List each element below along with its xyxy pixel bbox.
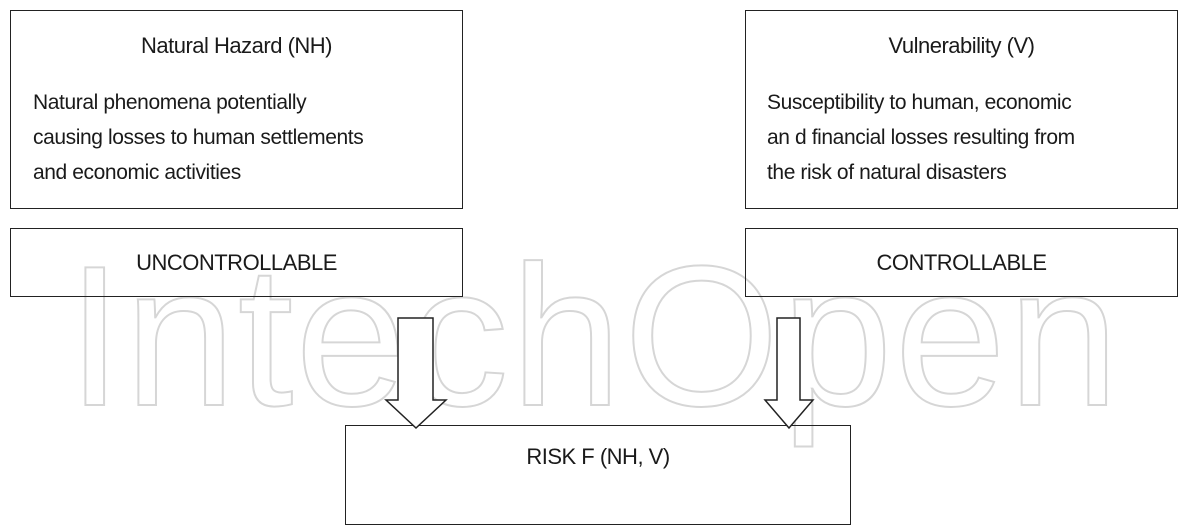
vulnerability-box: Vulnerability (V) Susceptibility to huma… (745, 10, 1178, 209)
controllable-label-box: CONTROLLABLE (745, 228, 1178, 297)
watermark-text: IntechOpen (67, 225, 1121, 448)
controllable-label: CONTROLLABLE (876, 249, 1047, 275)
natural-hazard-description: Natural phenomena potentially causing lo… (33, 91, 364, 184)
natural-hazard-box: Natural Hazard (NH) Natural phenomena po… (10, 10, 463, 209)
risk-title: RISK F (NH, V) (526, 444, 670, 469)
risk-box: RISK F (NH, V) (345, 425, 851, 525)
uncontrollable-label-box: UNCONTROLLABLE (10, 228, 463, 297)
vulnerability-title: Vulnerability (V) (888, 33, 1035, 58)
vulnerability-description: Susceptibility to human, economic an d f… (767, 91, 1075, 184)
natural-hazard-title: Natural Hazard (NH) (141, 33, 333, 58)
uncontrollable-label: UNCONTROLLABLE (136, 249, 337, 275)
